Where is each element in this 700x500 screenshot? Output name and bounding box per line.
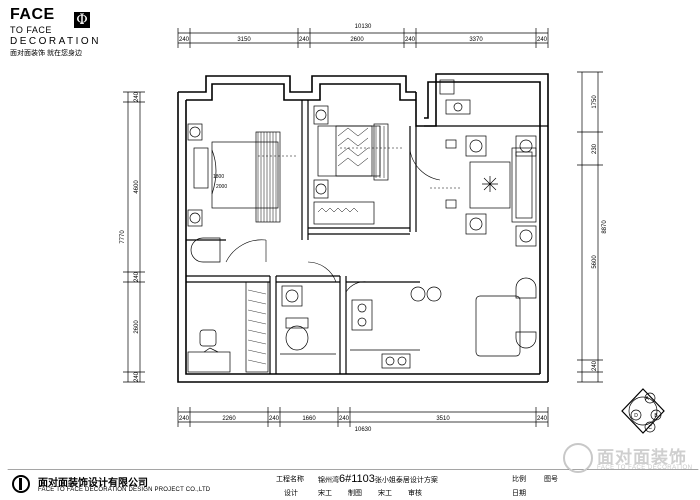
bed-dimension-label-2: 2000 [216,184,227,190]
left-dim-4: 2600 [134,320,140,334]
bottom-dimension-chain [177,407,549,427]
company-logo-icon [12,475,30,493]
right-dim-2: 230 [592,143,598,154]
wardrobe-study [187,281,269,373]
brand-slogan: 面对面装饰 就在您身边 [10,50,82,57]
bottom-dim-5: 240 [339,416,350,422]
company-name-en: FACE TO FACE DECORATION DESIGN PROJECT C… [38,487,211,493]
floor-plan: 10130 240 3150 240 2600 240 3370 240 106… [7,24,699,470]
view-arrows [258,147,462,189]
right-dim-4: 240 [592,360,598,371]
right-total-dim: 8870 [602,220,608,234]
phi-logo-icon: Φ [74,12,90,28]
right-dim-1: 1750 [592,95,598,109]
designer-name: 宋工 [318,490,332,497]
design-label: 设计 [284,490,298,497]
left-dim-3: 240 [134,271,140,282]
top-dim-4: 2600 [350,37,364,43]
bed-dimension-label: 1800 [213,174,224,180]
watermark-title: 面对面装饰 [597,448,687,467]
bottom-dim-4: 1660 [302,416,316,422]
bottom-dim-2: 2260 [222,416,236,422]
top-dim-5: 240 [405,37,416,43]
top-dim-2: 3150 [237,37,251,43]
top-dim-6: 3370 [469,37,483,43]
drafter-name: 宋工 [378,490,392,497]
ratio-label: 比例 [512,476,526,483]
page-label: 图号 [544,476,558,483]
top-dim-1: 240 [179,37,190,43]
dining-area [410,277,537,357]
bottom-dim-7: 240 [537,416,548,422]
compass-c: C [648,425,652,431]
company-name-cn: 面对面装饰设计有限公司 [38,478,148,489]
bottom-total-dim: 10630 [355,427,372,433]
bottom-dim-6: 3510 [436,416,450,422]
balcony-fixtures [439,79,471,115]
project-name-prefix: 锦州湾 [318,477,339,484]
right-dim-3: 5600 [592,255,598,269]
right-dimension-chain [577,71,603,383]
door-swings [225,149,441,293]
project-name: 锦州湾6#1103张小姐泰居设计方案 [318,473,438,485]
compass-d: D [634,413,638,419]
brand-decoration-text: DECORATION [10,36,101,47]
bedroom-1-bed [187,123,281,263]
interior-walls [186,100,548,374]
left-dim-5: 240 [134,371,140,382]
outer-walls [177,73,549,383]
compass-rose [621,388,665,434]
watermark-logo-icon [563,443,593,473]
top-dim-3: 240 [299,37,310,43]
top-ticks [177,28,549,48]
watermark: 面对面装饰 FACE TO FACE DECORATION [563,443,698,483]
top-dimension-chain [177,28,549,48]
compass-a: A [645,396,649,402]
left-dimension-chain [123,91,145,383]
review-label: 审核 [408,490,422,497]
date-label: 日期 [512,490,526,497]
left-dim-2: 4600 [134,180,140,194]
project-label: 工程名称 [276,476,304,483]
bathroom-fixtures [280,285,336,355]
project-name-suffix: 张小姐泰居设计方案 [374,477,438,484]
bottom-dim-1: 240 [179,416,190,422]
project-unit: 6#1103 [339,473,375,485]
top-total-dim: 10130 [355,24,372,30]
left-dim-1: 240 [134,91,140,102]
brand-face-text: FACE [10,6,55,23]
kitchen-fixtures [350,299,420,369]
watermark-subtitle: FACE TO FACE DECORATION [597,465,693,471]
brand-logo: FACE Φ TO FACE DECORATION 面对面装饰 就在您身边 [8,6,128,58]
compass-b: B [654,413,658,419]
bedroom-2-bed [313,105,389,225]
bottom-dim-3: 240 [269,416,280,422]
top-dim-7: 240 [537,37,548,43]
brand-to-face-text: TO FACE [10,25,52,35]
draw-label: 制图 [348,490,362,497]
left-total-dim: 7770 [120,230,126,244]
title-block: 面对面装饰设计有限公司 FACE TO FACE DECORATION DESI… [0,470,700,500]
living-room-sofa-set [445,135,537,247]
